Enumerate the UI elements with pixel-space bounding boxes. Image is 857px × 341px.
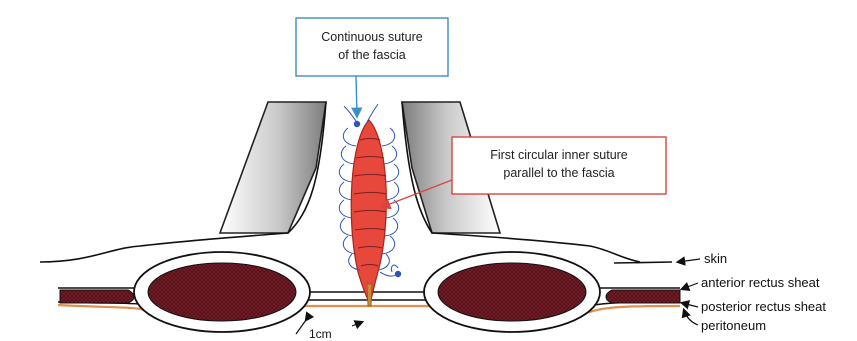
fascia-tail (367, 284, 372, 306)
right-lateral-muscle (606, 290, 680, 303)
left-rectus (134, 252, 310, 332)
label-anterior-rectus-sheath: anterior rectus sheat (701, 275, 820, 290)
left-rectus-muscle (148, 263, 296, 321)
layer-labels: skin anterior rectus sheat posterior rec… (678, 251, 826, 333)
label-posterior-rectus-sheath: posterior rectus sheat (701, 299, 826, 314)
left-retractor (220, 102, 326, 233)
label-distance-1cm: 1cm (309, 327, 332, 341)
callout-inner-suture-line2: parallel to the fascia (503, 166, 614, 180)
left-lateral-muscle (60, 290, 134, 303)
sutured-fascia (351, 120, 386, 306)
skin-line-right (614, 262, 672, 263)
distance-marker: 1cm (296, 320, 362, 341)
suture-knot-top (354, 121, 360, 127)
right-rectus (424, 252, 600, 332)
callout-continuous-suture-line2: of the fascia (338, 48, 405, 62)
callout-continuous-suture-line1: Continuous suture (321, 30, 423, 44)
label-peritoneum: peritoneum (701, 318, 766, 333)
right-rectus-muscle (438, 263, 586, 321)
suture-knot-bottom (395, 271, 401, 277)
callout-continuous-suture-pointer (356, 76, 357, 116)
label-skin: skin (704, 251, 727, 266)
callout-inner-suture-line1: First circular inner suture (490, 148, 628, 162)
